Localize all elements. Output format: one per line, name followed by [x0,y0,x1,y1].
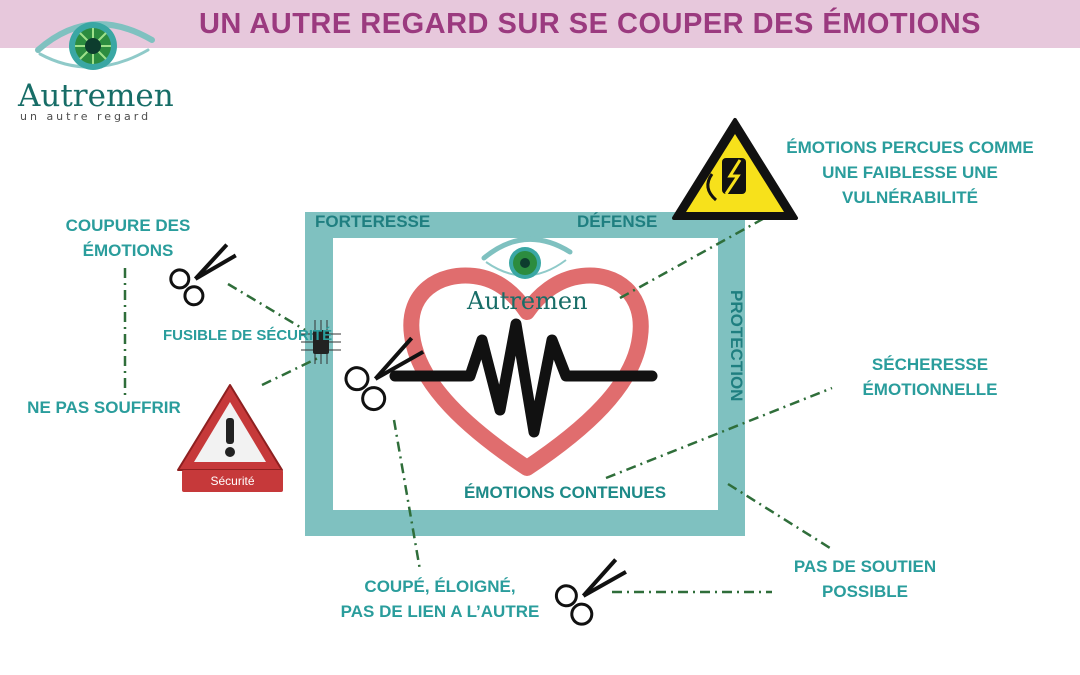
label-coupe-eloigne: COUPÉ, ÉLOIGNÉ, PAS DE LIEN A L’AUTRE [340,577,540,621]
logo-tagline: un autre regard [20,110,152,123]
label-secheresse: SÉCHERESSE ÉMOTIONNELLE [862,355,998,399]
connector-faiblesse [619,203,789,300]
connector-warning-fuse [261,356,319,387]
label-protection: PROTECTION [727,290,746,402]
scissors-icon [554,558,627,626]
connector-secheresse [605,386,833,480]
high-voltage-sign-icon [672,118,798,220]
label-emotions-contenues: ÉMOTIONS CONTENUES [463,483,667,502]
connector-scissors-fuse [227,282,306,332]
label-coupure: COUPURE DES ÉMOTIONS [65,216,191,260]
heart-shape [403,267,649,476]
warning-triangle-icon [177,384,283,471]
inner-eye-logo-icon [481,237,573,279]
label-ne-pas-souffrir: NE PAS SOUFFRIR [27,398,181,417]
connectors [123,203,833,594]
chip-icon [301,320,341,364]
logo-brand: Autremen [18,78,174,114]
inner-logo-brand: Autremen [467,287,588,315]
label-faiblesse: ÉMOTIONS PERCUES COMME UNE FAIBLESSE UNE… [786,138,1034,207]
label-forteresse: FORTERESSE [315,212,431,231]
connector-soutien [727,482,831,550]
scissors-icon [169,243,237,307]
scissors-icon [344,336,425,412]
page-title: UN AUTRE REGARD SUR SE COUPER DES ÉMOTIO… [198,8,982,40]
heartbeat-icon [389,318,658,438]
title-bar [0,0,1080,48]
securite-badge: Sécurité [182,470,283,492]
label-fusible: FUSIBLE DE SÉCURITÉ [163,327,333,344]
eye-logo-icon [35,21,155,70]
label-pas-de-soutien: PAS DE SOUTIEN POSSIBLE [793,557,937,601]
connector-coupe [392,419,422,571]
label-defense: DÉFENSE [577,212,658,231]
